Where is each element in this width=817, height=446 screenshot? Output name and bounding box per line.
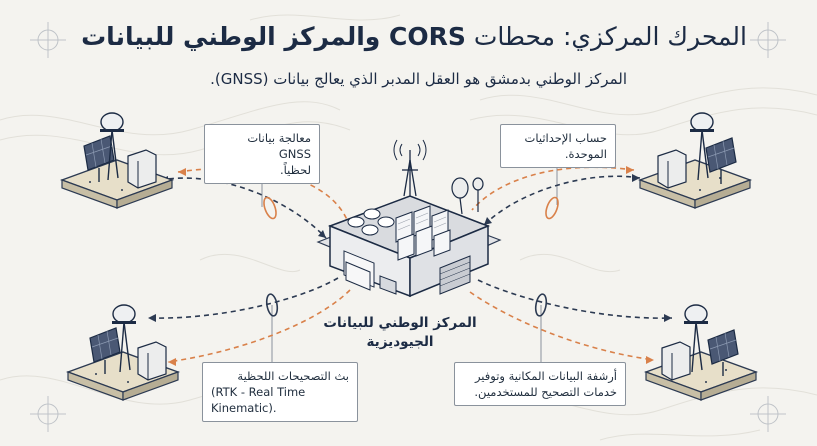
callout-line: (RTK - Real Time Kinematic). — [211, 385, 306, 415]
callout-line: لحظياً. — [280, 163, 311, 177]
antenna-icon — [690, 112, 714, 181]
solar-panel-icon — [705, 137, 737, 184]
link-station-bottom-left — [147, 277, 351, 363]
link-station-bottom-right — [469, 279, 673, 361]
antenna-icon — [100, 112, 124, 181]
registration-mark-icon — [750, 396, 786, 432]
callout-unified-coordinates: حساب الإحداثيات الموحدة. — [500, 124, 616, 168]
antenna-icon — [684, 304, 708, 373]
data-center-icon — [316, 139, 502, 298]
solar-panel-icon — [89, 327, 121, 374]
gnss-station-top-left — [61, 112, 173, 209]
antenna-icon — [112, 304, 136, 373]
page-subtitle: المركز الوطني بدمشق هو العقل المدبر الذي… — [210, 70, 627, 88]
data-center-label-line: الجيوديزية — [366, 334, 434, 350]
gnss-station-top-right — [639, 112, 751, 209]
equipment-cabinet-icon — [127, 149, 157, 189]
callout-archiving-services: أرشفة البيانات المكانية وتوفير خدمات الت… — [454, 362, 626, 406]
link-station-top-right — [471, 166, 641, 226]
cooling-fan-icon — [347, 208, 395, 236]
satellite-dish-icon — [451, 177, 484, 215]
registration-mark-icon — [30, 22, 66, 58]
registration-mark-icon — [750, 22, 786, 58]
data-center-label-line: المركز الوطني للبيانات — [323, 315, 477, 331]
equipment-cabinet-icon — [137, 341, 167, 381]
callout-line: الموحدة. — [564, 147, 607, 161]
data-center-label: المركز الوطني للبيانات الجيوديزية — [320, 314, 480, 352]
callout-line: خدمات التصحيح للمستخدمين. — [474, 385, 617, 399]
equipment-cabinet-icon — [661, 341, 691, 381]
gnss-station-bottom-left — [67, 304, 179, 401]
equipment-cabinet-icon — [657, 149, 687, 189]
arrow-heads-orange — [168, 166, 654, 366]
page-title: المحرك المركزي: محطات CORS والمركز الوطن… — [81, 22, 747, 51]
registration-mark-icon — [30, 396, 66, 432]
callout-line: أرشفة البيانات المكانية وتوفير — [474, 369, 617, 383]
callout-rtk-broadcast: بث التصحيحات اللحظية (RTK - Real Time Ki… — [202, 362, 358, 422]
callout-gnss-processing: معالجة بيانات GNSS لحظياً. — [204, 124, 320, 184]
server-rack-icon — [395, 205, 451, 261]
callout-line: معالجة بيانات GNSS — [247, 131, 311, 161]
signal-icon — [393, 139, 427, 161]
roller-door-icon — [439, 255, 471, 295]
callout-line: بث التصحيحات اللحظية — [237, 369, 349, 383]
solar-panel-icon — [83, 135, 115, 182]
antenna-icon — [402, 150, 418, 197]
solar-panel-icon — [707, 329, 739, 376]
gnss-station-bottom-right — [645, 304, 757, 401]
callout-line: حساب الإحداثيات — [524, 131, 607, 145]
